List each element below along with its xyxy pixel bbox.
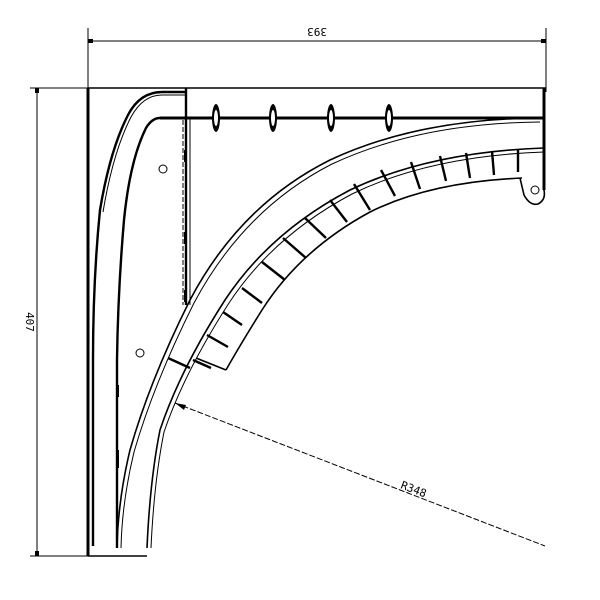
bracket-body <box>86 87 546 557</box>
main-arc-outer <box>116 117 545 549</box>
lug <box>519 177 546 206</box>
plate-tab-3 <box>184 290 187 302</box>
fastener-2 <box>269 104 277 132</box>
fasteners <box>212 104 393 132</box>
arrow-bottom-icon <box>35 551 39 556</box>
rib-band-outer-2 <box>150 151 545 549</box>
main-arc <box>116 117 545 549</box>
inner-flange-curve <box>115 116 188 548</box>
dimension-radius-label: R348 <box>399 479 428 501</box>
rib-band-outer <box>146 147 545 549</box>
mounting-hole-lower-icon <box>135 348 145 358</box>
rib-band <box>146 147 545 549</box>
fastener-4 <box>385 104 393 132</box>
outer-flange-curve <box>91 90 186 546</box>
arrow-left-icon <box>88 39 93 43</box>
radius-arrow-icon <box>175 403 186 410</box>
mounting-hole-upper-icon <box>158 164 168 174</box>
radius-leader-line <box>174 402 546 547</box>
flange-tab-2 <box>116 385 119 397</box>
lug-outline <box>519 177 546 206</box>
fastener-3 <box>327 104 335 132</box>
outer-flange-curve-inner <box>102 94 186 213</box>
main-arc-inner <box>120 121 541 549</box>
plate-tab-1 <box>184 150 187 162</box>
dimension-radius: R348 <box>174 402 546 547</box>
arrow-right-icon <box>541 39 546 43</box>
fastener-1 <box>212 104 220 132</box>
dimension-width-label: 393 <box>307 25 327 38</box>
flange-tab-1 <box>116 450 119 468</box>
dimension-width: 393 <box>87 25 547 92</box>
arrow-top-icon <box>35 88 39 93</box>
lug-hole-icon <box>530 185 540 195</box>
rib-band-end <box>195 357 227 371</box>
dimension-height-label: 407 <box>23 312 36 332</box>
ribs <box>167 150 520 370</box>
rib-band-inner <box>225 177 523 371</box>
plate-tab-2 <box>184 232 187 244</box>
dimension-height: 407 <box>23 87 100 557</box>
